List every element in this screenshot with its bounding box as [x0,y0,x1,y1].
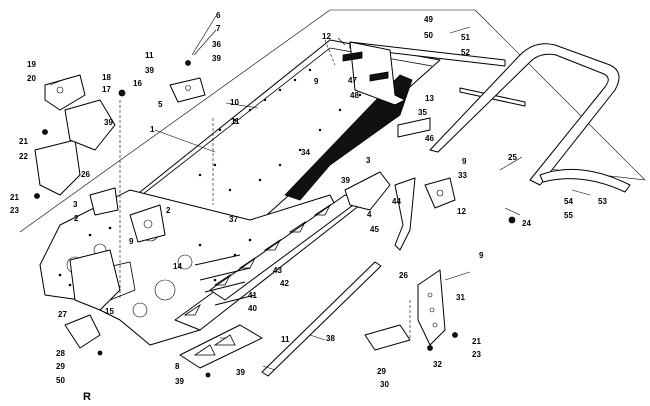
callout-25: 25 [508,153,517,162]
snow-flap [539,168,631,193]
callout-9: 9 [462,157,467,166]
callout-11: 11 [145,51,154,60]
foot-pad [364,324,411,351]
callout-39: 39 [341,176,350,185]
callout-26: 26 [81,170,90,179]
front-bracket-assembly [34,74,116,196]
callout-38: 38 [326,334,335,343]
callout-23: 23 [472,350,481,359]
callout-39: 39 [236,368,245,377]
callout-2: 2 [74,214,79,223]
callout-3: 3 [366,156,371,165]
callout-43: 43 [273,266,282,275]
callout-27: 27 [58,310,67,319]
callout-9: 9 [129,237,134,246]
callout-39: 39 [104,118,113,127]
callout-7: 7 [216,24,221,33]
rear-bumper [429,43,620,186]
callout-20: 20 [27,74,36,83]
callout-4: 4 [367,210,372,219]
callout-55: 55 [564,211,573,220]
rear-mount-plate [424,177,456,209]
callout-1: 1 [150,125,155,134]
rear-tunnel-parts [342,51,431,138]
callout-46: 46 [425,134,434,143]
callout-9: 9 [479,251,484,260]
callout-39: 39 [175,377,184,386]
callout-31: 31 [456,293,465,302]
callout-10: 10 [230,98,239,107]
callout-30: 30 [380,380,389,389]
corner-label: R [83,391,91,403]
callout-37: 37 [229,215,238,224]
callout-15: 15 [105,307,114,316]
callout-50: 50 [424,31,433,40]
lower-traction-plate [179,324,263,369]
callout-39: 39 [145,66,154,75]
callout-21: 21 [10,193,19,202]
callout-28: 28 [56,349,65,358]
callout-41: 41 [248,291,257,300]
callout-50: 50 [56,376,65,385]
leader-lines [49,15,591,371]
callout-13: 13 [425,94,434,103]
lower-left-guard [64,249,121,349]
top-hinge-bracket [169,77,206,103]
callout-21: 21 [19,137,28,146]
callout-36: 36 [212,40,221,49]
fasteners [34,60,516,378]
callout-33: 33 [458,171,467,180]
callout-35: 35 [418,108,427,117]
callout-34: 34 [301,148,310,157]
front-plates [89,187,166,243]
callout-26: 26 [399,271,408,280]
callout-3: 3 [73,200,78,209]
callout-39: 39 [212,54,221,63]
callout-22: 22 [19,152,28,161]
callout-29: 29 [377,367,386,376]
callout-53: 53 [598,197,607,206]
callout-labels: 1 2 2 3 3 4 5 6 7 8 9 9 9 9 10 11 11 11 … [10,11,607,403]
callout-47: 47 [348,76,357,85]
callout-2: 2 [166,206,171,215]
callout-54: 54 [564,197,573,206]
hatched-heat-exchanger [284,74,413,201]
callout-24: 24 [522,219,531,228]
callout-44: 44 [392,197,401,206]
callout-6: 6 [216,11,221,20]
callout-42: 42 [280,279,289,288]
callout-9: 9 [314,77,319,86]
callout-49: 49 [424,15,433,24]
callout-5: 5 [158,100,163,109]
callout-52: 52 [461,48,470,57]
callout-40: 40 [248,304,257,313]
callout-23: 23 [10,206,19,215]
running-board [174,194,361,331]
callout-18: 18 [102,73,111,82]
callout-8: 8 [175,362,180,371]
callout-51: 51 [461,33,470,42]
callout-14: 14 [173,262,182,271]
right-bracket-plate [417,269,446,346]
reinforcement-bar [261,261,382,377]
callout-17: 17 [102,85,111,94]
right-steering-brackets [344,171,416,251]
callout-32: 32 [433,360,442,369]
callout-12: 12 [457,207,466,216]
callout-48: 48 [350,91,359,100]
callout-21: 21 [472,337,481,346]
callout-12: 12 [322,32,331,41]
callout-29: 29 [56,362,65,371]
callout-11: 11 [231,117,240,126]
callout-16: 16 [133,79,142,88]
callout-11: 11 [281,335,290,344]
callout-45: 45 [370,225,379,234]
callout-19: 19 [27,60,36,69]
